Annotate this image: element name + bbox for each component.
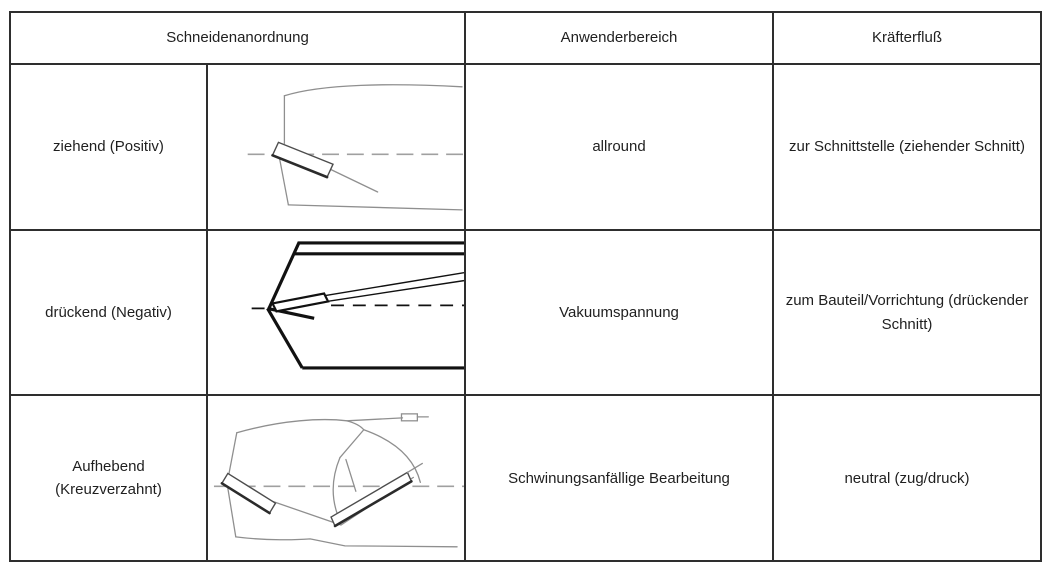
row-label: Aufhebend (Kreuzverzahnt) — [9, 394, 208, 563]
diagram-cell — [206, 228, 466, 397]
header-anwenderbereich: Anwenderbereich — [464, 11, 774, 65]
drueckend-negativ-cutter-diagram — [251, 240, 464, 370]
diagram-cell — [206, 394, 466, 563]
table-row-ziehend: ziehend (Positiv) allround — [9, 63, 1042, 231]
cutting-arrangement-table: Schneidenanordnung Anwenderbereich Kräft… — [9, 11, 1042, 563]
insert-plate-left — [220, 472, 277, 514]
header-row: Schneidenanordnung Anwenderbereich Kräft… — [9, 11, 1042, 65]
row-label: drückend (Negativ) — [9, 228, 208, 397]
anwenderbereich-cell: allround — [464, 63, 774, 231]
diagram-cell — [206, 63, 466, 231]
kraefterfluss-cell: zum Bauteil/Vorrichtung (drückender Schn… — [772, 228, 1042, 397]
row-label: ziehend (Positiv) — [9, 63, 208, 231]
cutter-body — [276, 84, 463, 211]
aufhebend-kreuzverzahnt-cutter-diagram — [213, 412, 464, 548]
header-schneidenanordnung: Schneidenanordnung — [9, 11, 466, 65]
centerline — [251, 304, 464, 310]
insert-plate — [270, 292, 330, 313]
kraefterfluss-cell: neutral (zug/druck) — [772, 394, 1042, 563]
anwenderbereich-cell: Schwinungsanfällige Bearbeitung — [464, 394, 774, 563]
insert-plate-right — [330, 462, 423, 527]
anwenderbereich-cell: Vakuumspannung — [464, 228, 774, 397]
insert-plate — [271, 141, 334, 179]
table-row-aufhebend: Aufhebend (Kreuzverzahnt) — [9, 394, 1042, 563]
cutter-body — [227, 412, 458, 548]
table-row-drueckend: drückend (Negativ) — [9, 228, 1042, 397]
ziehend-positiv-cutter-diagram — [247, 84, 464, 211]
header-kraefterfluss: Kräfterfluß — [772, 11, 1042, 65]
kraefterfluss-cell: zur Schnittstelle (ziehender Schnitt) — [772, 63, 1042, 231]
